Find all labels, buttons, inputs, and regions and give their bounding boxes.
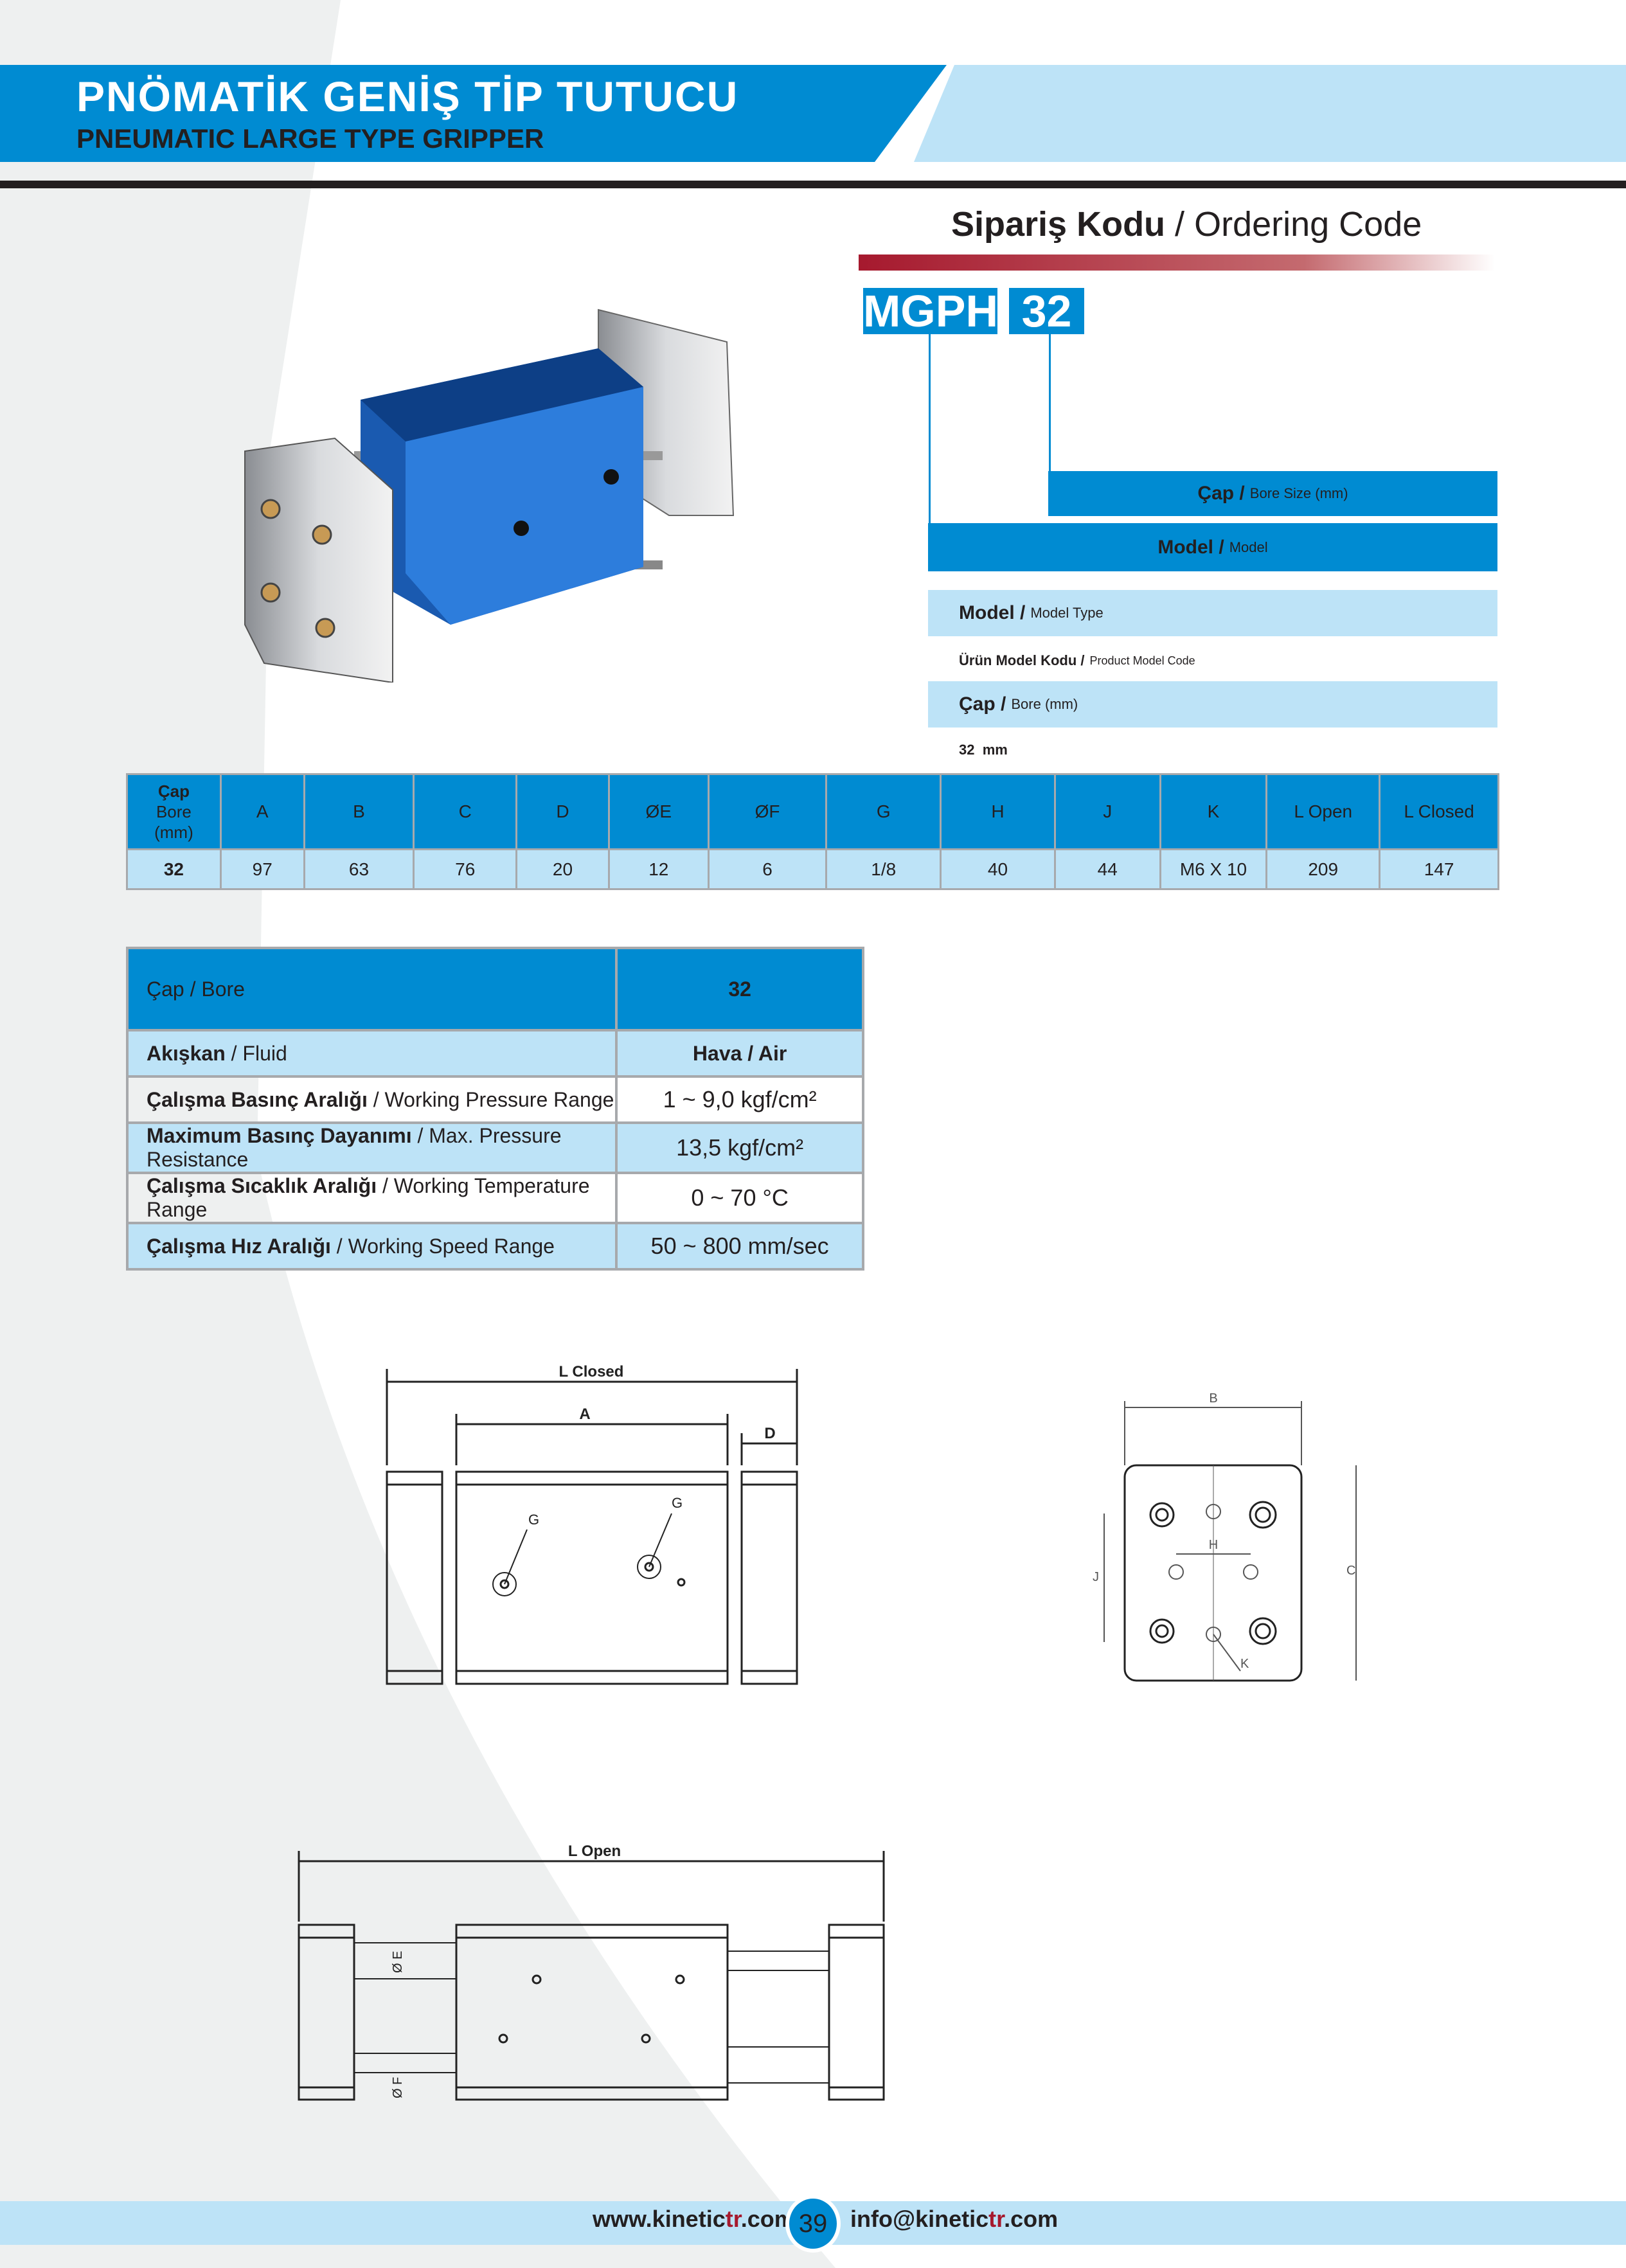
label-tr: Model / [959, 602, 1026, 623]
col-l-closed: L Closed [1379, 773, 1499, 850]
a-label: A [579, 1406, 590, 1423]
cell: 209 [1265, 848, 1381, 890]
j-label: J [1093, 1570, 1099, 1584]
spec-value: 32 [615, 947, 864, 1031]
open-view-drawing: L Open Ø E Ø F [298, 1843, 885, 2101]
e-label: Ø E [391, 1951, 405, 1973]
l-open-label: L Open [568, 1843, 621, 1860]
bore-size-bar: Çap /Bore Size (mm) [1048, 471, 1497, 516]
col-f: ØF [707, 773, 828, 850]
bore-row: Çap / Bore (mm) [928, 681, 1497, 728]
cell: 6 [707, 848, 828, 890]
label-en: Bore Size (mm) [1249, 485, 1348, 501]
label-en: Bore (mm) [1011, 696, 1078, 712]
cell: 32 [126, 848, 222, 890]
cell: M6 X 10 [1159, 848, 1268, 890]
connector-line [1049, 334, 1051, 471]
code-bore-box: 32 [1009, 288, 1084, 334]
ordering-title-tr: Sipariş Kodu [951, 205, 1166, 244]
col-k: K [1159, 773, 1268, 850]
label-tr: Model / [1157, 536, 1224, 558]
spec-label: Çalışma Sıcaklık Aralığı / Working Tempe… [125, 1172, 618, 1224]
spec-label: Akışkan / Fluid [125, 1029, 618, 1078]
col-c: C [413, 773, 518, 850]
col-h: H [940, 773, 1056, 850]
spec-row: Çalışma Hız Aralığı / Working Speed Rang… [125, 1222, 864, 1271]
table-row: 32 97 63 76 20 12 6 1/8 40 44 M6 X 10 20… [126, 848, 1499, 890]
k-label: K [1240, 1657, 1249, 1671]
spec-value: 0 ~ 70 °C [615, 1172, 864, 1224]
cell: 147 [1379, 848, 1499, 890]
sep: / [1165, 205, 1195, 244]
label-tr: Çap / [959, 693, 1006, 715]
spec-value: 50 ~ 800 mm/sec [615, 1222, 864, 1271]
ordering-code-title: Sipariş Kodu / Ordering Code [951, 204, 1422, 244]
col-l-open: L Open [1265, 773, 1381, 850]
spec-value: Hava / Air [615, 1029, 864, 1078]
cell: 76 [413, 848, 518, 890]
spec-row: Çalışma Sıcaklık Aralığı / Working Tempe… [125, 1172, 864, 1224]
product-image [244, 308, 735, 683]
g-label: G [528, 1512, 539, 1528]
cell: 97 [219, 848, 305, 890]
cell: 1/8 [825, 848, 942, 890]
f-label: Ø F [391, 2077, 405, 2098]
product-code-row: Ürün Model Kodu / Product Model Code [928, 648, 1195, 674]
code-model-box: MGPH [863, 286, 998, 336]
spec-row: Maximum Basınç Dayanımı / Max. Pressure … [125, 1121, 864, 1174]
col-d: D [515, 773, 610, 850]
ordering-title-en: Ordering Code [1194, 205, 1422, 244]
spec-value: 1 ~ 9,0 kgf/cm² [615, 1075, 864, 1124]
model-type-row: Model /Model Type [928, 590, 1497, 636]
email-link[interactable]: info@kinetictr.com [850, 2206, 1059, 2232]
cell: 63 [303, 848, 415, 890]
spec-label: Çap / Bore [125, 947, 618, 1031]
spec-value: 13,5 kgf/cm² [615, 1121, 864, 1174]
spec-row: Çalışma Basınç Aralığı / Working Pressur… [125, 1075, 864, 1124]
h-label: H [1209, 1538, 1218, 1552]
website-link[interactable]: www.kinetictr.com [593, 2206, 795, 2232]
label-tr: Ürün Model Kodu / [959, 652, 1085, 668]
header-band [0, 65, 1626, 162]
spec-label: Çalışma Basınç Aralığı / Working Pressur… [125, 1075, 618, 1124]
cell: 40 [940, 848, 1056, 890]
page-subtitle: PNEUMATIC LARGE TYPE GRIPPER [76, 123, 544, 154]
page-number: 39 [785, 2195, 841, 2253]
spec-label: Maximum Basınç Dayanımı / Max. Pressure … [125, 1121, 618, 1174]
cell: 44 [1053, 848, 1161, 890]
label-en: Model Type [1030, 605, 1103, 621]
connector-line [929, 334, 931, 523]
col-a: A [219, 773, 305, 850]
c-label: C [1346, 1564, 1355, 1578]
red-gradient-bar [859, 254, 1495, 271]
side-view-drawing: B C J H K [1093, 1391, 1357, 1682]
label-en: Product Model Code [1089, 654, 1195, 667]
front-view-drawing: L Closed A D G G [386, 1363, 798, 1685]
col-e: ØE [607, 773, 710, 850]
model-bar: Model / Model [928, 523, 1497, 571]
cell: 20 [515, 848, 610, 890]
label-en: Model [1229, 539, 1268, 555]
page-title: PNÖMATİK GENİŞ TİP TUTUCU [76, 73, 739, 120]
col-j: J [1053, 773, 1161, 850]
col-b: B [303, 773, 415, 850]
spec-label: Çalışma Hız Aralığı / Working Speed Rang… [125, 1222, 618, 1271]
l-closed-label: L Closed [559, 1363, 624, 1380]
g-label: G [672, 1495, 683, 1511]
cell: 12 [607, 848, 710, 890]
bore-value: 32 mm [959, 742, 1008, 758]
b-label: B [1209, 1391, 1217, 1406]
d-label: D [764, 1425, 775, 1442]
col-g: G [825, 773, 942, 850]
label-tr: Çap / [1197, 483, 1245, 504]
divider [0, 181, 1626, 188]
